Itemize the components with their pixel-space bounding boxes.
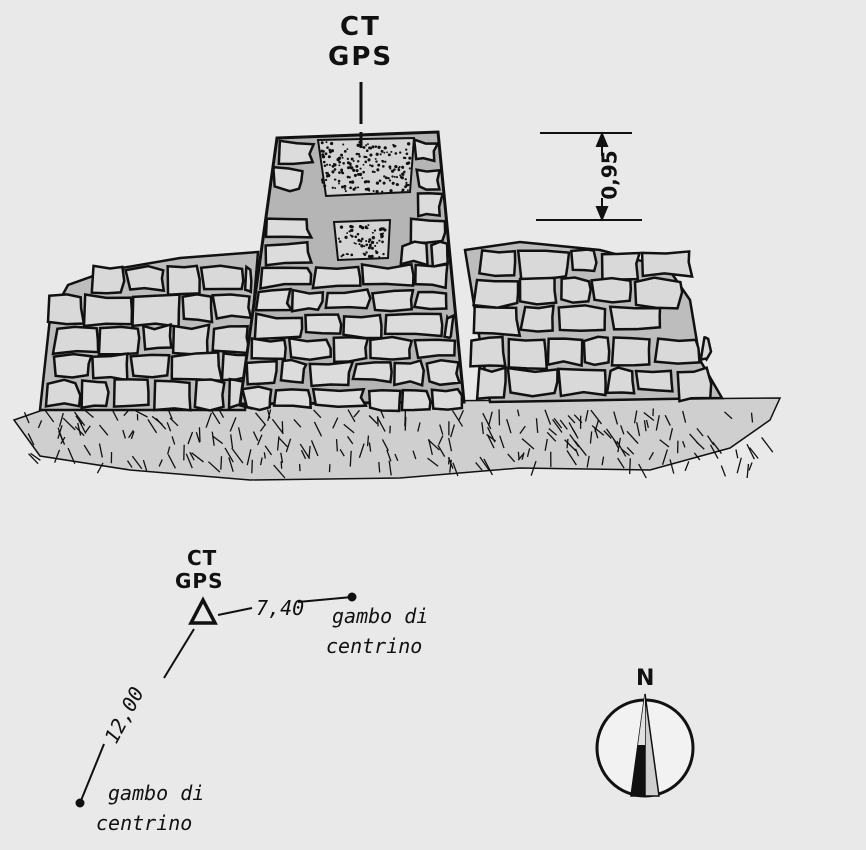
pillar — [238, 130, 466, 413]
reference-label-2-line1: gambo di — [108, 781, 205, 805]
left-wall — [38, 250, 260, 412]
plan-view — [75, 592, 357, 808]
reference-label-1-line1: gambo di — [332, 604, 429, 628]
station-triangle-icon — [188, 596, 218, 625]
right-wall — [463, 240, 725, 404]
height-dimension — [536, 131, 642, 222]
station-label-gps: GPS — [328, 42, 394, 72]
distance-label-1: 7,40 — [256, 596, 305, 620]
reference-label-2-line2: centrino — [96, 811, 193, 835]
north-arrow-icon — [595, 693, 695, 798]
plan-station-label-gps: GPS — [175, 569, 224, 593]
plan-station-label-ct: CT — [187, 546, 218, 570]
station-label-ct: CT — [340, 12, 381, 42]
north-label: N — [636, 666, 655, 691]
ground — [12, 397, 782, 481]
height-label: 0,95 — [597, 150, 622, 200]
reference-label-1-line2: centrino — [326, 634, 423, 658]
